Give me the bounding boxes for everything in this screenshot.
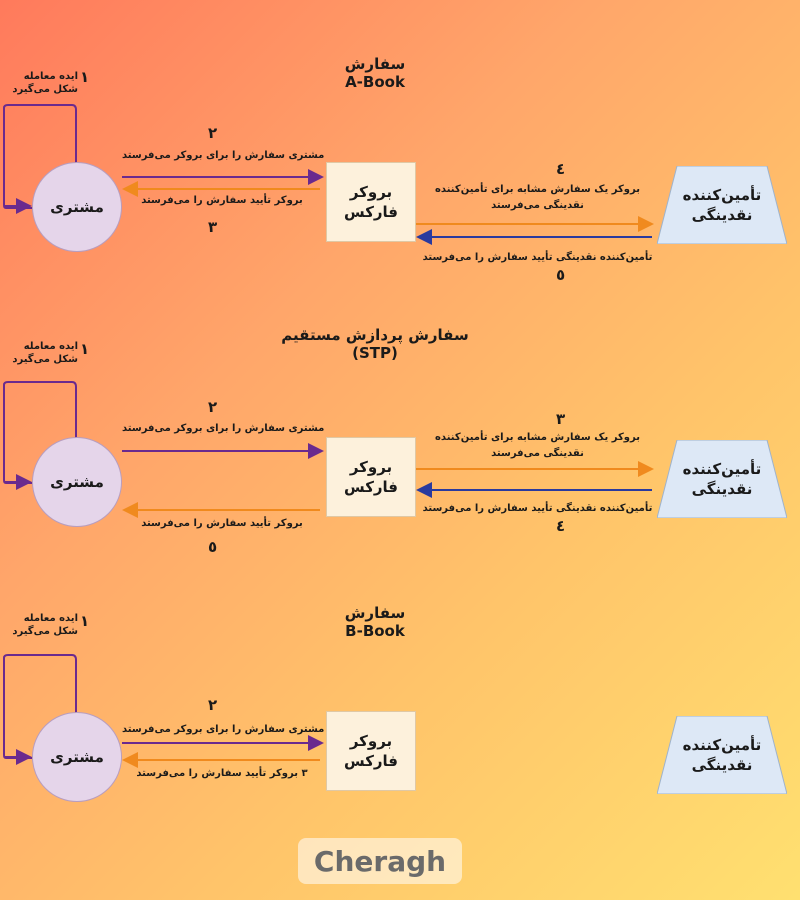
section-title-line2: (STP) — [352, 344, 398, 362]
section-title-line1: سفارش پردازش مستقیم — [281, 326, 469, 344]
section-title-stp: سفارش پردازش مستقیم (STP) — [225, 326, 525, 362]
step-number: ١ — [80, 612, 90, 630]
loop-label: ایده معامله شکل می‌گیرد — [12, 71, 78, 95]
step-label: تأمین‌کننده نقدینگی تأیید سفارش را می‌فر… — [422, 252, 653, 263]
loop-label: ایده معامله شکل می‌گیرد — [12, 341, 78, 365]
section-title-line1: سفارش — [344, 604, 406, 622]
broker-node: بروکر فارکس — [326, 711, 416, 791]
section-title-a-book: سفارش A-Book — [225, 55, 525, 91]
step-label: نقدینگی می‌فرستد — [491, 448, 584, 459]
step-label: مشتری سفارش را برای بروکر می‌فرستد — [122, 724, 325, 735]
step-label: بروکر تأیید سفارش را می‌فرستد — [141, 518, 303, 529]
customer-node: مشتری — [32, 712, 122, 802]
step-label: مشتری سفارش را برای بروکر می‌فرستد — [122, 150, 325, 161]
step-number: ٢ — [208, 124, 218, 142]
customer-node: مشتری — [32, 162, 122, 252]
customer-node: مشتری — [32, 437, 122, 527]
loop-arrow-1 — [3, 104, 77, 209]
section-title-line1: سفارش — [344, 55, 406, 73]
step-number: ٢ — [208, 696, 218, 714]
cheragh-logo: Cheragh — [298, 838, 462, 884]
liquidity-provider-node: تأمین‌کننده نقدینگی — [657, 166, 787, 244]
liquidity-provider-node: تأمین‌کننده نقدینگی — [657, 716, 787, 794]
step-label: بروکر تأیید سفارش را می‌فرستد — [141, 195, 303, 206]
step-number: ٤ — [556, 517, 566, 535]
step-number: ١ — [80, 68, 90, 86]
step-label: بروکر یک سفارش مشابه برای تأمین‌کننده — [435, 184, 640, 195]
lp-label: تأمین‌کننده نقدینگی — [682, 460, 762, 498]
lp-label: تأمین‌کننده نقدینگی — [682, 736, 762, 774]
section-title-line2: B-Book — [345, 622, 405, 640]
section-title-b-book: سفارش B-Book — [225, 604, 525, 640]
step-number: ٢ — [208, 398, 218, 416]
step-label: مشتری سفارش را برای بروکر می‌فرستد — [122, 423, 325, 434]
step-number: ٥ — [556, 266, 566, 284]
broker-node: بروکر فارکس — [326, 162, 416, 242]
step-label: بروکر یک سفارش مشابه برای تأمین‌کننده — [435, 432, 640, 443]
liquidity-provider-node: تأمین‌کننده نقدینگی — [657, 440, 787, 518]
step-label: ٣ بروکر تأیید سفارش را می‌فرستد — [136, 768, 308, 779]
loop-label: ایده معامله شکل می‌گیرد — [12, 613, 78, 637]
loop-arrow-3 — [3, 654, 77, 759]
step-number: ٤ — [556, 160, 566, 178]
step-number: ٥ — [208, 538, 218, 556]
section-title-line2: A-Book — [345, 73, 405, 91]
step-number: ١ — [80, 340, 90, 358]
step-number: ٣ — [208, 218, 218, 236]
step-label: تأمین‌کننده نقدینگی تأیید سفارش را می‌فر… — [422, 503, 653, 514]
broker-node: بروکر فارکس — [326, 437, 416, 517]
lp-label: تأمین‌کننده نقدینگی — [682, 186, 762, 224]
step-label: نقدینگی می‌فرستد — [491, 200, 584, 211]
step-number: ٣ — [556, 410, 566, 428]
loop-arrow-2 — [3, 381, 77, 484]
